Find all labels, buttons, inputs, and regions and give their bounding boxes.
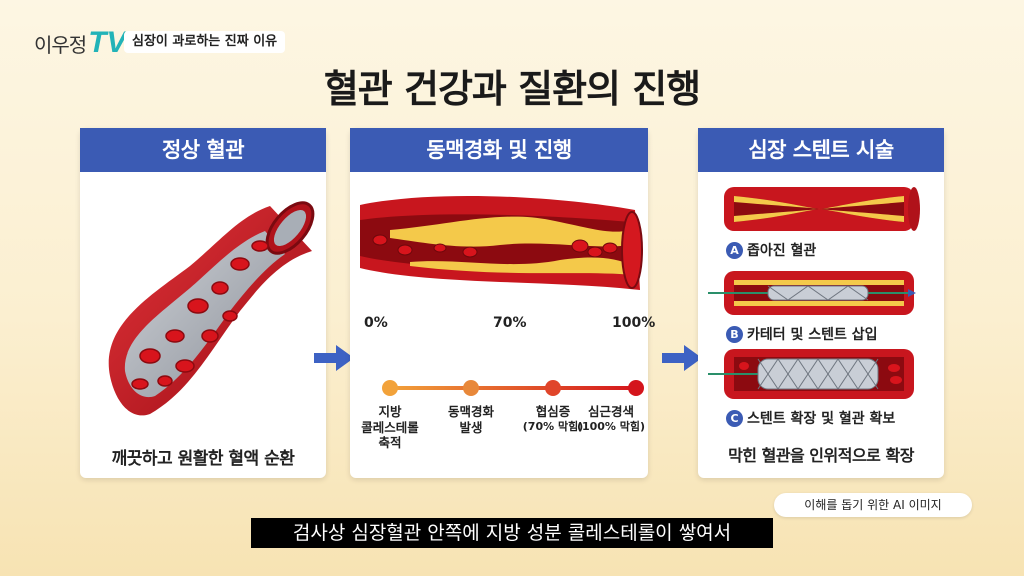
panel-header: 심장 스텐트 시술 — [698, 128, 944, 172]
stage-fat: 지방 콜레스테롤 축적 — [361, 404, 419, 451]
catheter-insertion-illustration — [708, 271, 916, 315]
stage-dot-atherosclerosis — [463, 380, 479, 396]
panel-header: 정상 혈관 — [80, 128, 326, 172]
percent-label-70: 70% — [493, 315, 527, 331]
stage-dot-angina — [545, 380, 561, 396]
arrow-right-icon — [314, 345, 354, 371]
panel-stent: 심장 스텐트 시술 A 좁아진 혈관 B 카테터 및 스텐트 삽입 C 스텐트 … — [698, 128, 944, 478]
episode-topic: 심장이 과로하는 진짜 이유 — [124, 31, 286, 53]
step-badge-a: A — [726, 241, 743, 259]
percent-label-0: 0% — [364, 315, 388, 331]
step-c: C 스텐트 확장 및 혈관 확보 — [726, 408, 895, 428]
stage-angina: 협심증 (70% 막힘) — [522, 404, 584, 433]
panel-normal-vessel: 정상 혈관 깨끗하 — [80, 128, 326, 478]
stage-dot-infarction — [628, 380, 644, 396]
narrowed-vessel-illustration — [724, 187, 920, 231]
page-title: 혈관 건강과 질환의 진행 — [323, 67, 701, 111]
channel-tv-mark: TV — [88, 26, 127, 59]
normal-vessel-illustration — [108, 201, 315, 416]
panel-header: 동맥경화 및 진행 — [350, 128, 648, 172]
step-label: 좁아진 혈관 — [747, 243, 817, 259]
ai-image-notice: 이해를 돕기 위한 AI 이미지 — [774, 493, 972, 517]
arrow-right-icon — [662, 345, 702, 371]
step-label: 카테터 및 스텐트 삽입 — [747, 327, 878, 343]
step-label: 스텐트 확장 및 혈관 확보 — [747, 411, 896, 427]
percent-label-100: 100% — [612, 315, 656, 331]
panel-caption: 깨끗하고 원활한 혈액 순환 — [111, 449, 295, 469]
clogged-artery-illustration — [360, 195, 643, 290]
channel-logo: 이우정 TV — [34, 24, 127, 58]
channel-name: 이우정 — [34, 33, 87, 57]
video-subtitle: 검사상 심장혈관 안쪽에 지방 성분 콜레스테롤이 쌓여서 — [251, 518, 773, 548]
step-a: A 좁아진 혈관 — [726, 240, 816, 260]
stage-infarction: 심근경색 (100% 막힘) — [576, 404, 646, 433]
panel-caption: 막힌 혈관을 인위적으로 확장 — [728, 446, 914, 465]
stage-atherosclerosis: 동맥경화 발생 — [447, 404, 494, 435]
stage-dot-fat — [382, 380, 398, 396]
step-b: B 카테터 및 스텐트 삽입 — [726, 324, 878, 344]
step-badge-b: B — [726, 325, 743, 343]
progression-scale — [382, 380, 644, 396]
stent-expansion-illustration — [708, 349, 914, 399]
step-badge-c: C — [726, 409, 743, 427]
panel-atherosclerosis: 동맥경화 및 진행 0% 70% 100% 지방 — [350, 128, 655, 478]
